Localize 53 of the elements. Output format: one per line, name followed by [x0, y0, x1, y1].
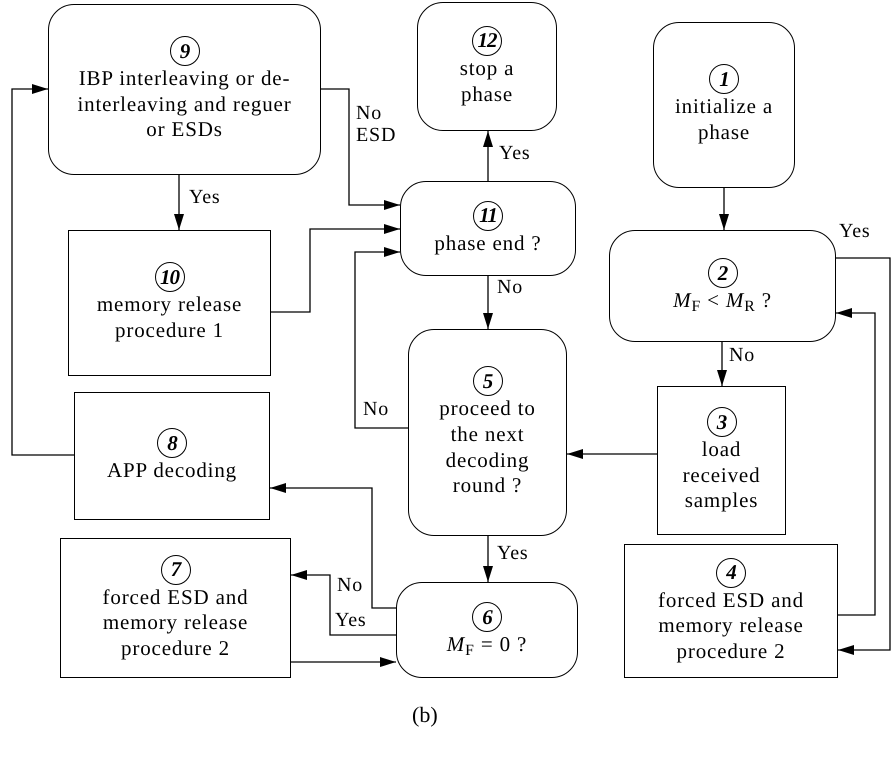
step-text: M$_{F}$ = 0 ?: [446, 632, 528, 658]
step-text: proceed to the next decoding round ?: [438, 396, 537, 499]
arrow: [719, 188, 729, 230]
arrow: [483, 276, 493, 329]
rounded-process-box: [408, 329, 567, 536]
arrow: [270, 483, 396, 609]
step-text: IBP interleaving or de-interleaving and reguer or ESDs: [76, 66, 293, 143]
arrow: [174, 175, 184, 230]
step-number: 6: [472, 602, 502, 632]
step-text: forced ESD and memory release procedure 2: [102, 584, 250, 662]
arrow: [291, 657, 396, 667]
step-number: 8: [157, 428, 187, 458]
step-number: 2: [708, 258, 738, 288]
step-text: APP decoding: [106, 458, 238, 484]
caption: (b): [412, 701, 438, 729]
process-box: [74, 392, 270, 520]
arrow: [354, 247, 408, 429]
step-text: stop a phase: [458, 56, 516, 108]
arrow: [291, 570, 396, 636]
arrow: [836, 308, 876, 616]
rounded-process-box: [653, 22, 795, 188]
arrow: [483, 131, 493, 181]
step-number: 12: [472, 26, 502, 56]
step-text: M$_{F}$ < M$_{R}$ ?: [673, 288, 772, 314]
step-number: 7: [160, 554, 190, 585]
arrow: [271, 224, 400, 313]
rounded-process-box: [396, 582, 578, 678]
arrow: [321, 88, 400, 210]
step-text: forced ESD and memory release procedure 2: [657, 588, 805, 664]
step-number: 1: [709, 64, 739, 94]
step-text: phase end ?: [434, 230, 542, 256]
step-text: initialize a phase: [674, 94, 774, 146]
step-number: 10: [154, 262, 184, 292]
arrow: [567, 449, 657, 459]
step-text: load received samples: [682, 437, 762, 514]
rounded-process-box: [417, 2, 557, 131]
step-text: memory release procedure 1: [96, 292, 244, 344]
rounded-process-box: [400, 181, 576, 276]
process-box: [60, 538, 291, 678]
process-box: [68, 230, 271, 376]
process-box: [624, 544, 838, 678]
arrow: [836, 257, 891, 655]
rounded-process-box: [48, 4, 321, 175]
rounded-process-box: [609, 230, 836, 342]
arrow: [11, 84, 74, 456]
step-number: 9: [170, 36, 200, 66]
step-number: 5: [472, 366, 502, 396]
process-box: [657, 386, 786, 535]
arrow: [483, 536, 493, 582]
step-number: 3: [706, 407, 736, 438]
step-number: 4: [716, 558, 746, 588]
arrow: [717, 342, 727, 386]
step-number: 11: [473, 200, 503, 231]
